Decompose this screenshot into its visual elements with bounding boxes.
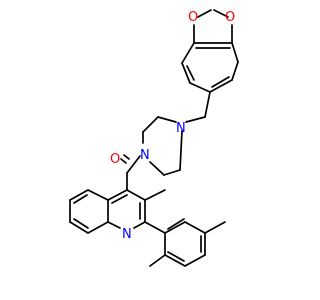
bond (185, 116, 206, 123)
bond (126, 155, 141, 174)
bond (209, 79, 233, 93)
quinoline-nitrogen-label: N (122, 227, 132, 242)
bond (126, 189, 146, 201)
nitrogen-atom-label: N (140, 148, 150, 163)
bond (163, 169, 181, 176)
bond (184, 221, 206, 234)
bond (107, 221, 121, 229)
bond (164, 221, 186, 234)
molecule-canvas: O O N N O N (69, 9, 239, 267)
bond (164, 254, 186, 267)
bond (197, 9, 212, 18)
bond (149, 254, 166, 267)
nitrogen-atom-label: N (176, 121, 186, 136)
bond (87, 189, 109, 201)
bond (69, 221, 89, 234)
bond (181, 62, 191, 84)
bond (123, 154, 130, 160)
bond (204, 91, 211, 118)
oxygen-atom-label: O (225, 10, 235, 25)
bond (157, 116, 177, 123)
molecule-structure: O O N N O N (69, 9, 239, 267)
bond (142, 116, 159, 133)
bond (179, 130, 183, 171)
bond (73, 218, 89, 229)
bond (120, 158, 127, 164)
bond (184, 254, 206, 267)
oxygen-atom-label: O (188, 10, 198, 25)
bond (107, 189, 128, 201)
bond (167, 251, 185, 262)
bond (213, 9, 229, 18)
bond (211, 76, 230, 88)
bond (204, 221, 226, 234)
bonds (69, 9, 239, 267)
bond (144, 221, 166, 234)
bond (133, 221, 146, 229)
bond (69, 189, 89, 201)
bond (186, 65, 195, 81)
carbonyl-oxygen-label: O (110, 152, 120, 167)
bond (73, 194, 88, 204)
bond (189, 82, 211, 93)
atom-labels: O O N N O N (110, 10, 235, 242)
bond (144, 189, 166, 201)
bond (149, 161, 165, 176)
bond (231, 42, 239, 63)
bond (111, 194, 128, 204)
bond (87, 221, 109, 234)
bond (231, 61, 239, 81)
bond (181, 42, 195, 64)
bond (167, 218, 185, 230)
